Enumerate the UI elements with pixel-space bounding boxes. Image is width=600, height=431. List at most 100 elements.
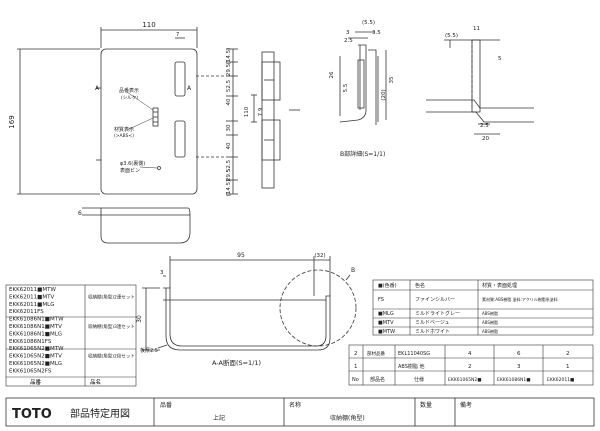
- label-wall: 板厚2.5: [140, 347, 158, 354]
- section-dim-0: 3: [160, 270, 164, 276]
- parts-row-code: EKK61086N1■MLG: [9, 331, 62, 337]
- section-label: A-A断面(S=1/1): [212, 358, 261, 367]
- color-header: 色名: [415, 282, 425, 289]
- detail-b-view: [339, 31, 387, 125]
- parts-table-frame: [5, 284, 137, 387]
- detail-dim-1: (5.5): [362, 20, 375, 26]
- detail-dim-5: 35: [389, 76, 395, 83]
- qty-r2-a: 部材品番: [367, 350, 385, 357]
- dim-side: 6: [78, 210, 82, 217]
- color-row-code: ■MLG: [378, 311, 394, 317]
- dim-r6: 52.5: [226, 159, 232, 172]
- qty-foot-name: 部品名: [370, 376, 385, 383]
- qty-r1-v1: 3: [517, 364, 521, 370]
- detail-mark-b: B: [351, 267, 355, 274]
- section-dim-3: 30: [136, 315, 143, 323]
- label-zaishitsu: 材質表示: [114, 126, 134, 133]
- dim-r3: 40: [226, 98, 232, 105]
- side-view: [261, 51, 300, 189]
- dim-r7: 29.5: [226, 168, 232, 181]
- color-row-code: ■MTV: [378, 320, 394, 326]
- dim-r2: 52.5: [226, 79, 232, 92]
- qty-foot-col-1: EKK61086N1■: [497, 377, 531, 383]
- detail-dim-3: 3.5: [372, 30, 381, 36]
- qty-foot-no: No: [352, 377, 359, 383]
- color-row-material: 素材質:ABS樹脂 塗料:アクリル樹脂系塗料: [482, 296, 558, 302]
- detail2-dim-4: 20: [482, 136, 489, 142]
- qty-r2-b: EKL11040SG: [398, 351, 430, 357]
- parts-row-code: EKK61086N1■MTW: [9, 317, 64, 323]
- label-pin: 表面ピン: [120, 167, 140, 174]
- field-name-value: 収納棚(角型): [330, 414, 365, 422]
- parts-row-code: EKK62011FS: [9, 309, 44, 315]
- qty-table: 2 部材品番 EKL11040SG 4 6 2 1 ABS樹脂 他 2 3 1 …: [352, 350, 574, 383]
- field-note-label: 備考: [460, 401, 472, 409]
- parts-row-code: EKK62011■MTW: [9, 287, 56, 293]
- parts-row-code: EKK61065N2■MLG: [9, 361, 62, 367]
- field-name-label: 名称: [289, 401, 301, 409]
- dim-front-width: 110: [142, 21, 155, 29]
- qty-r1-v0: 2: [468, 364, 472, 370]
- parts-row-code: EKK62011■MTV: [9, 294, 54, 300]
- parts-row-code: EKK61086N1■MTV: [9, 324, 62, 330]
- detail2-dim-3: 2.5: [480, 123, 489, 129]
- color-header: 材質・表面処理: [482, 282, 517, 289]
- qty-r1-v2: 1: [566, 364, 570, 370]
- section-a-view: [142, 256, 357, 351]
- qty-foot-col-2: EKK62011■: [547, 377, 574, 383]
- color-row-name: ミルドライトグレー: [415, 310, 460, 317]
- detail-dim-0: 3: [346, 30, 350, 36]
- detail-dim-4: 26: [329, 71, 335, 78]
- parts-row-name: 収納棚(角型)2段セット: [88, 353, 135, 360]
- detail-dim-6: (20): [381, 89, 387, 100]
- qty-r2-v1: 6: [517, 351, 521, 357]
- logo: TOTO: [12, 407, 52, 422]
- color-row-material: ABS樹脂: [482, 319, 498, 325]
- front-view: [17, 27, 257, 195]
- parts-row-name: 収納棚(角型)3連セット: [88, 323, 135, 330]
- color-row-material: ABS樹脂: [482, 310, 498, 316]
- qty-r2-v2: 2: [566, 351, 570, 357]
- dim-r0: (14.5): [226, 48, 232, 65]
- parts-row-code: EKK61065N2■MTV: [9, 354, 62, 360]
- dim-front-small: 7: [176, 32, 179, 38]
- parts-row-code: EKK61065N2■MTW: [9, 346, 64, 352]
- detail2-dim-2: 5: [498, 56, 502, 62]
- parts-row-name: 収納棚(角型)2連セット: [88, 293, 135, 300]
- detail-dim-7: 5.5: [343, 83, 349, 92]
- dim-r5: 40: [226, 142, 232, 149]
- detail-c-view: [426, 39, 534, 135]
- dim-r8: (14.5): [226, 180, 232, 197]
- section-dim-1: 95: [237, 252, 245, 259]
- dim-front-height: 169: [8, 115, 16, 128]
- label-hole: φ3.6(裏側): [120, 160, 145, 167]
- label-zaishitsu-sub: (>ABS<): [114, 133, 134, 139]
- dim-mid-1: 7.9: [258, 107, 264, 116]
- field-hinban-label: 品番: [160, 402, 172, 409]
- parts-row-code: EKK61065N2FS: [9, 368, 52, 374]
- color-table: ■(色番) 色名 材質・表面処理 FS ファインシルバー 素材質:ABS樹脂 塗料:アクリ…: [378, 282, 558, 335]
- parts-row-code: EKK61086N1FS: [9, 339, 52, 345]
- dim-mid-0: 110: [244, 106, 250, 117]
- detail2-dim-0: (5.5): [445, 33, 458, 39]
- color-row-code: FS: [378, 297, 384, 303]
- dim-r1: 29.5: [226, 63, 232, 76]
- color-table-frame: [372, 279, 594, 336]
- color-header: ■(色番): [378, 282, 397, 289]
- detail2-dim-1: 11: [473, 26, 480, 32]
- color-row-name: ミルドベージュ: [415, 320, 450, 326]
- parts-header-name: 品名: [90, 378, 101, 386]
- right-dim-labels: (14.5) 29.5 52.5 40 30 40 52.5 29.5 (14.…: [226, 48, 232, 197]
- qty-foot-spec: 仕様: [414, 376, 424, 383]
- color-row-material: ABS樹脂: [482, 328, 498, 334]
- detail-dim-2: 2.5: [344, 38, 353, 44]
- section-dim-2: (32): [314, 253, 325, 259]
- qty-row-label-1: 1: [354, 364, 358, 370]
- color-row-name: ファインシルバー: [415, 297, 455, 303]
- detail-label: B部詳細(S=1/1): [340, 150, 385, 158]
- section-mark-left: A: [95, 85, 100, 92]
- parts-header-code: 品番: [30, 379, 42, 386]
- drawing-title: 部品特定用図: [70, 407, 130, 420]
